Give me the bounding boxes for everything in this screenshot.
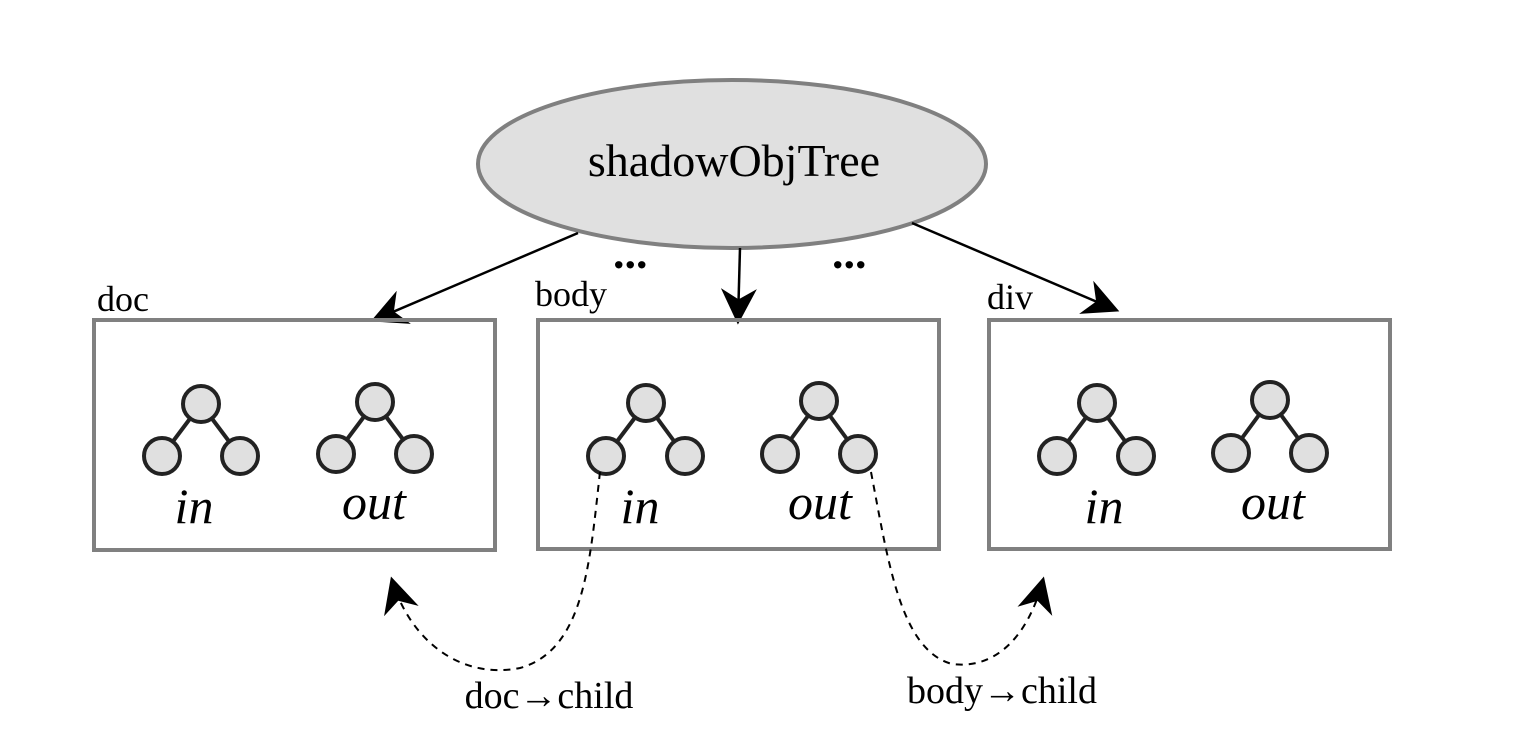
- arrow-root-to-div: [911, 221, 1120, 314]
- arrow-root-to-body: [720, 247, 757, 325]
- tree-label-out: out: [342, 474, 407, 530]
- tree-label-in: in: [175, 478, 214, 534]
- box-body-frame: [536, 318, 941, 551]
- link-label-doc-child: doc→child: [465, 675, 634, 717]
- tree-node: [1289, 433, 1329, 473]
- tree-out-div: out: [1211, 380, 1329, 530]
- box-body: body in out: [535, 274, 941, 551]
- tree-node: [1211, 433, 1251, 473]
- tree-in-div: in: [1037, 383, 1156, 534]
- box-div: div in out: [987, 277, 1392, 551]
- tree-node: [316, 434, 356, 474]
- box-label-doc: doc: [97, 279, 149, 319]
- tree-node: [142, 436, 182, 476]
- ellipsis-left: ...: [613, 227, 648, 278]
- tree-node: [1037, 436, 1077, 476]
- box-label-body: body: [535, 274, 607, 314]
- tree-node: [838, 434, 878, 474]
- root-node: shadowObjTree: [476, 78, 988, 250]
- tree-node: [1250, 380, 1290, 420]
- root-ellipse: [476, 78, 988, 250]
- tree-node: [586, 436, 626, 476]
- link-body-child: [870, 471, 1053, 666]
- root-label: shadowObjTree: [588, 135, 880, 186]
- tree-label-out: out: [788, 474, 853, 530]
- tree-node: [760, 434, 800, 474]
- box-doc-frame: [92, 318, 497, 552]
- tree-label-in: in: [1085, 478, 1124, 534]
- tree-out-body: out: [760, 381, 878, 530]
- box-doc: doc in out: [92, 279, 497, 552]
- tree-out-doc: out: [316, 382, 434, 530]
- tree-in-doc: in: [142, 384, 260, 534]
- tree-label-out: out: [1241, 474, 1306, 530]
- box-div-frame: [987, 318, 1392, 551]
- box-label-div: div: [987, 277, 1033, 317]
- tree-in-body: in: [586, 383, 705, 534]
- link-label-body-child: body→child: [907, 670, 1097, 712]
- arrow-root-to-doc: [370, 231, 579, 324]
- link-doc-child: [384, 471, 601, 672]
- tree-label-in: in: [621, 478, 660, 534]
- tree-node: [799, 381, 839, 421]
- tree-node: [355, 382, 395, 422]
- tree-node: [1116, 436, 1156, 476]
- ellipsis-right: ...: [832, 227, 867, 278]
- tree-node: [626, 383, 666, 423]
- tree-node: [665, 436, 705, 476]
- tree-node: [1077, 383, 1117, 423]
- tree-node: [394, 434, 434, 474]
- tree-node: [181, 384, 221, 424]
- tree-node: [220, 436, 260, 476]
